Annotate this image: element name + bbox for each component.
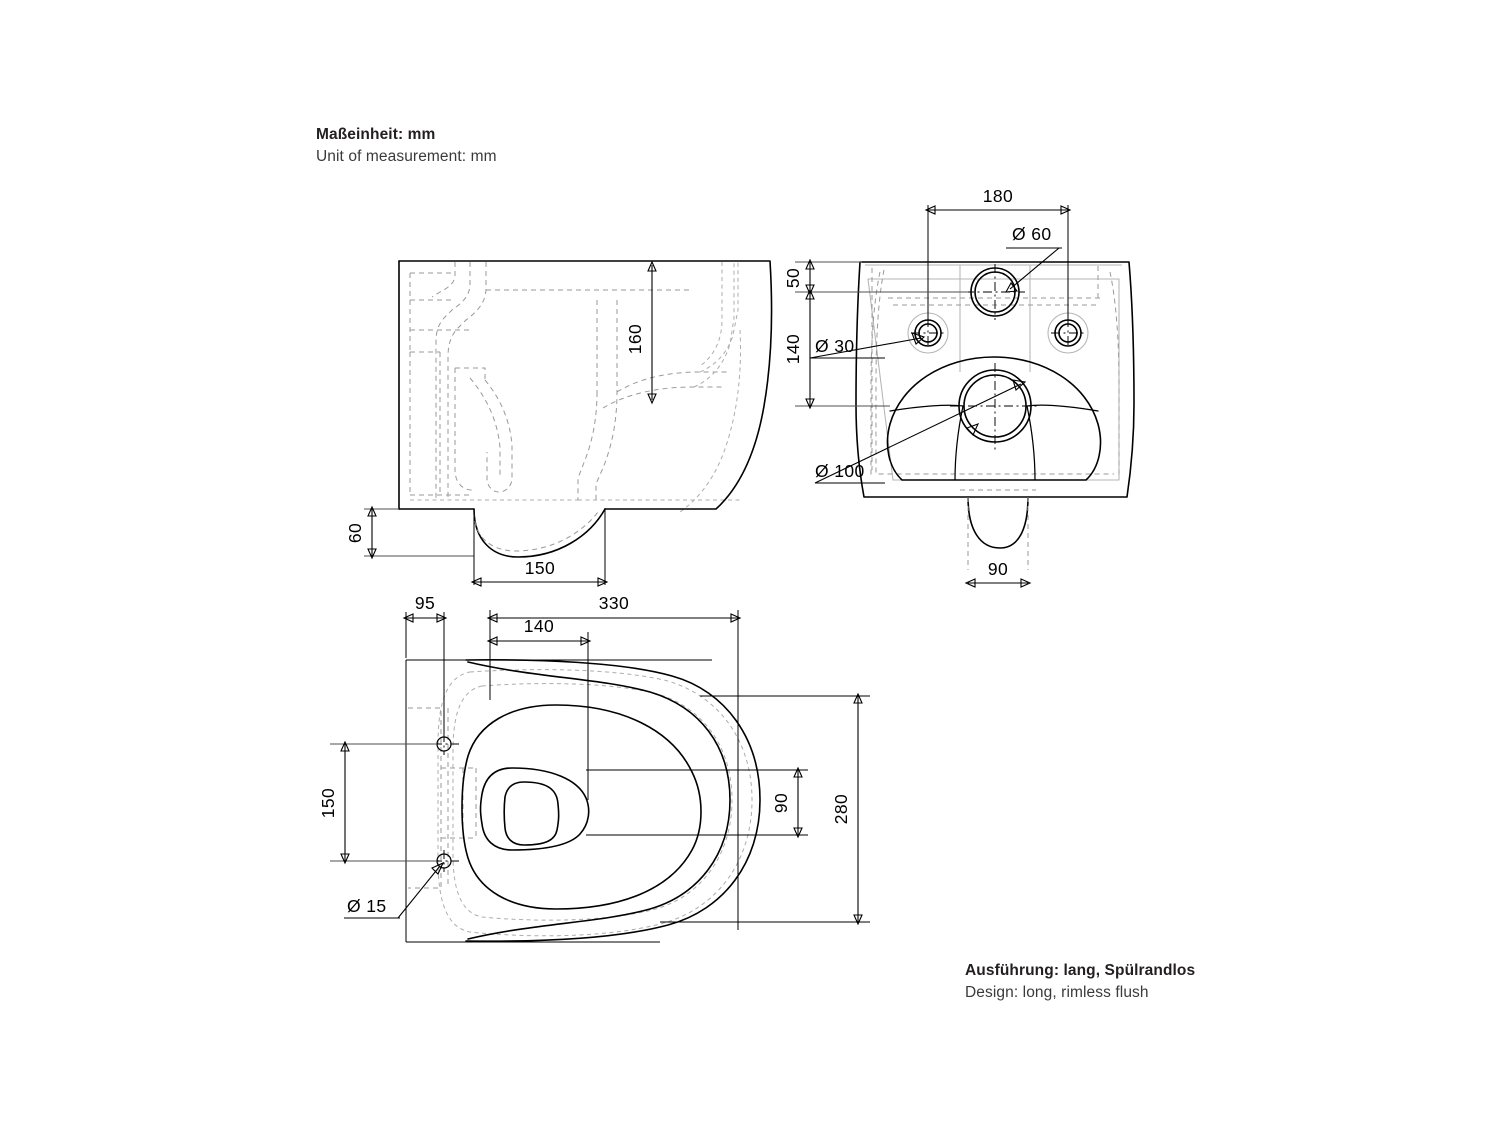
plan-seat-ghost-outline	[437, 669, 753, 937]
design-note-en: Design: long, rimless flush	[965, 984, 1149, 1001]
dim-plan-d15: Ø 15	[344, 861, 445, 919]
dim-plan-150-label: 150	[318, 788, 338, 818]
rear-bowl-oval	[886, 356, 1102, 481]
plan-inner-rim	[467, 661, 731, 940]
dim-plan-280: 280	[660, 692, 870, 926]
plan-top-view: 95 330 140	[318, 593, 870, 943]
side-hidden-details	[409, 262, 741, 513]
rear-bowl-rib-lower-left	[954, 405, 964, 481]
side-outlet-bulge	[473, 508, 606, 558]
rear-elevation-view: 180 50 140	[783, 186, 1135, 588]
dim-plan-95: 95	[402, 593, 448, 742]
rear-bowl-rib-lower-right	[1026, 405, 1036, 481]
dim-rear-d30: Ø 30	[809, 332, 926, 359]
dim-side-150: 150	[470, 509, 609, 587]
rear-outlet-spigot	[967, 496, 1029, 549]
dim-plan-330: 330	[486, 593, 742, 930]
dim-side-60: 60	[345, 505, 474, 560]
dim-plan-90: 90	[586, 766, 808, 839]
design-note-de: Ausführung: lang, Spülrandlos	[965, 962, 1196, 979]
dim-side-150-label: 150	[525, 558, 555, 578]
plan-outer-rim	[465, 659, 761, 942]
dim-rear-50-label: 50	[783, 268, 803, 288]
dim-plan-150: 150	[318, 740, 437, 865]
rear-bowl-rib-right	[1026, 404, 1099, 412]
dim-plan-d15-label: Ø 15	[347, 896, 387, 916]
dim-rear-140: 140	[783, 288, 890, 410]
dim-rear-d30-label: Ø 30	[815, 336, 855, 356]
dim-side-160: 160	[625, 260, 657, 405]
dim-plan-140: 140	[486, 616, 592, 800]
dim-side-60-label: 60	[345, 523, 365, 543]
design-note: Ausführung: lang, Spülrandlos Design: lo…	[965, 960, 1195, 1004]
rear-body-outline	[855, 261, 1135, 498]
plan-bowl-inner-wall	[461, 704, 702, 910]
dim-plan-280-label: 280	[831, 794, 851, 824]
dim-plan-330-label: 330	[599, 593, 629, 613]
dim-side-160-label: 160	[625, 324, 645, 354]
side-body-outline	[398, 260, 773, 510]
dim-rear-90-label: 90	[988, 559, 1008, 579]
dim-plan-90-label: 90	[771, 793, 791, 813]
dim-plan-95-label: 95	[415, 593, 435, 613]
plan-outlet-oval	[479, 767, 590, 851]
dim-rear-50: 50	[783, 258, 968, 296]
dim-rear-180: 180	[924, 186, 1072, 325]
dim-rear-90: 90	[964, 559, 1032, 588]
unit-of-measurement-note: Maßeinheit: mm Unit of measurement: mm	[316, 124, 497, 168]
dim-rear-d60-label: Ø 60	[1012, 224, 1052, 244]
dim-rear-d60: Ø 60	[1005, 224, 1062, 293]
dim-plan-140-label: 140	[524, 616, 554, 636]
dim-rear-d100-label: Ø 100	[815, 461, 865, 481]
unit-note-de: Maßeinheit: mm	[316, 126, 436, 143]
side-outlet-bulge-hidden	[473, 511, 599, 552]
rear-ghost-outlines	[865, 264, 1122, 481]
dim-rear-d100: Ø 100	[814, 379, 1027, 484]
unit-note-en: Unit of measurement: mm	[316, 148, 497, 165]
plan-seat-ghost-inner	[452, 683, 733, 921]
side-elevation-view: 160 60 150	[345, 260, 773, 587]
dim-rear-180-label: 180	[983, 186, 1013, 206]
plan-outlet-inner-square	[503, 781, 560, 846]
dim-rear-140-label: 140	[783, 334, 803, 364]
